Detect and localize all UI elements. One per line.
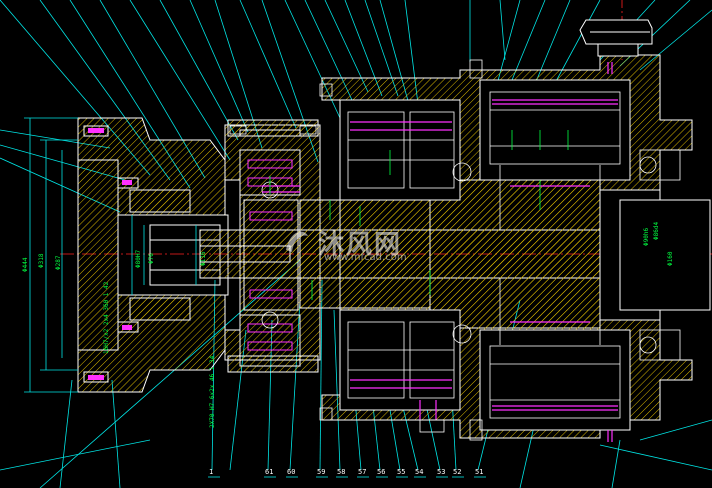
note-spline-2: 2X70 H7 6x2x 46 1 34 bbox=[209, 355, 216, 428]
callout-56: 56 bbox=[377, 468, 385, 476]
callout-1: 1 bbox=[209, 468, 213, 476]
left-dimension-lines bbox=[24, 117, 197, 393]
dim-phi318: Φ318 bbox=[38, 253, 45, 268]
callout-57: 57 bbox=[358, 468, 366, 476]
callout-52: 52 bbox=[453, 468, 461, 476]
callout-59: 59 bbox=[317, 468, 325, 476]
callout-61: 61 bbox=[265, 468, 273, 476]
dim-phi287: Φ287 bbox=[55, 255, 62, 270]
right-dimension-texts: Φ90h6 Φ160 Φ86d4 bbox=[643, 222, 674, 266]
dim-phi76: Φ76 bbox=[148, 253, 155, 264]
watermark-logo bbox=[286, 231, 308, 252]
housing-bolts bbox=[229, 59, 483, 441]
dim-phi90h6: Φ90h6 bbox=[643, 228, 650, 246]
gear-annotations bbox=[269, 130, 569, 300]
dim-phi86d4: Φ86d4 bbox=[653, 222, 660, 240]
watermark-url: www.mfcad.com bbox=[324, 252, 407, 263]
watermark-name: 沐风网 bbox=[318, 230, 403, 260]
part-callouts: 1 61 60 59 58 57 56 55 54 53 52 51 bbox=[208, 468, 486, 478]
dim-phi444: Φ444 bbox=[22, 257, 29, 272]
callout-60: 60 bbox=[287, 468, 295, 476]
watermark: 沐风网 www.mfcad.com bbox=[278, 222, 438, 263]
dim-phi116: Φ116 bbox=[200, 251, 207, 266]
left-dimension-texts: Φ444 Φ318 Φ287 Φ80H7 Φ76 Φ116 bbox=[22, 250, 207, 272]
callout-54: 54 bbox=[415, 468, 423, 476]
callout-51: 51 bbox=[475, 468, 483, 476]
shaft-highlight-stripes bbox=[262, 62, 618, 442]
callout-58: 58 bbox=[337, 468, 345, 476]
top-right-cap bbox=[579, 19, 653, 57]
callout-53: 53 bbox=[437, 468, 445, 476]
right-housing bbox=[321, 54, 711, 439]
gear-details bbox=[261, 91, 681, 419]
dim-phi160: Φ160 bbox=[667, 251, 674, 266]
dim-phi80h7: Φ80H7 bbox=[135, 250, 142, 268]
rotated-notes: 16H7/x2 2x4 360 1 42 2X70 H7 6x2x 46 1 3… bbox=[103, 281, 216, 428]
note-spline-1: 16H7/x2 2x4 360 1 42 bbox=[103, 281, 110, 354]
callout-55: 55 bbox=[397, 468, 405, 476]
